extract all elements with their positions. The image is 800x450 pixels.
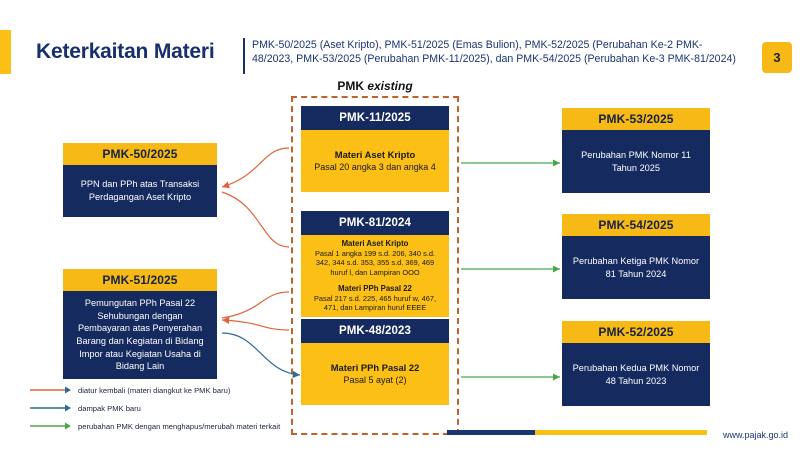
legend-arrow-orange-icon — [30, 386, 71, 394]
header-subtitle: PMK-50/2025 (Aset Kripto), PMK-51/2025 (… — [252, 39, 736, 66]
box-pmk-81-2024-section-2-text: Pasal 217 s.d. 225, 465 huruf w, 467, 47… — [313, 293, 437, 313]
box-pmk-54-2025-title: PMK-54/2025 — [562, 214, 710, 236]
box-pmk-52-2025[interactable]: PMK-52/2025 Perubahan Kedua PMK Nomor 48… — [562, 321, 710, 406]
box-pmk-11-2025-body: Materi Aset Kripto Pasal 20 angka 3 dan … — [301, 130, 449, 192]
page-number-badge: 3 — [762, 42, 792, 73]
box-pmk-50-2025-title: PMK-50/2025 — [63, 143, 217, 165]
box-pmk-81-2024[interactable]: PMK-81/2024 Materi Aset Kripto Pasal 1 a… — [301, 211, 449, 317]
legend-item-dampak-pmk-baru: dampak PMK baru — [30, 399, 310, 417]
wire-pmk51-to-pmk48 — [221, 332, 301, 379]
pmk-existing-label-prefix: PMK — [337, 79, 368, 93]
box-pmk-11-2025-title: PMK-11/2025 — [301, 106, 449, 130]
box-pmk-50-2025-body: PPN dan PPh atas Transaksi Perdagangan A… — [63, 165, 217, 217]
footer-url: www.pajak.go.id — [722, 430, 788, 440]
pmk-existing-dashed-container — [291, 96, 459, 435]
box-pmk-48-2023-section-1-text: Pasal 5 ayat (2) — [343, 375, 407, 385]
box-pmk-51-2025-body: Pemungutan PPh Pasal 22 Sehubungan denga… — [63, 291, 217, 379]
legend-arrow-green-icon — [30, 422, 71, 430]
box-pmk-54-2025[interactable]: PMK-54/2025 Perubahan Ketiga PMK Nomor 8… — [562, 214, 710, 299]
box-pmk-53-2025-title: PMK-53/2025 — [562, 108, 710, 130]
box-pmk-81-2024-section-1-text: Pasal 1 angka 199 s.d. 206, 340 s.d. 342… — [315, 248, 435, 277]
wire-pmk11-to-pmk50 — [221, 147, 290, 189]
box-pmk-48-2023-section-1-heading: Materi PPh Pasal 22 — [330, 362, 420, 373]
box-pmk-53-2025[interactable]: PMK-53/2025 Perubahan PMK Nomor 11 Tahun… — [562, 108, 710, 193]
box-pmk-52-2025-title: PMK-52/2025 — [562, 321, 710, 343]
title-divider — [243, 38, 245, 74]
legend-item-dampak-pmk-baru-label: dampak PMK baru — [78, 403, 141, 413]
box-pmk-48-2023[interactable]: PMK-48/2023 Materi PPh Pasal 22 Pasal 5 … — [301, 319, 449, 405]
box-pmk-81-2024-section-2: Materi PPh Pasal 22 Pasal 217 s.d. 225, … — [307, 284, 443, 313]
box-pmk-48-2023-body: Materi PPh Pasal 22 Pasal 5 ayat (2) — [301, 343, 449, 405]
wire-pmk81-to-pmk50 — [221, 191, 290, 248]
wire-pmk81pph-to-pmk51 — [221, 291, 290, 319]
box-pmk-51-2025[interactable]: PMK-51/2025 Pemungutan PPh Pasal 22 Sehu… — [63, 269, 217, 379]
wire-pmk48-to-pmk51 — [221, 316, 290, 331]
box-pmk-50-2025[interactable]: PMK-50/2025 PPN dan PPh atas Transaksi P… — [63, 143, 217, 217]
box-pmk-48-2023-title: PMK-48/2023 — [301, 319, 449, 343]
box-pmk-54-2025-body: Perubahan Ketiga PMK Nomor 81 Tahun 2024 — [562, 236, 710, 299]
box-pmk-81-2024-section-1: Materi Aset Kripto Pasal 1 angka 199 s.d… — [307, 239, 443, 277]
legend-item-diatur-kembali: diatur kembali (materi diangkut ke PMK b… — [30, 381, 310, 399]
box-pmk-81-2024-body: Materi Aset Kripto Pasal 1 angka 199 s.d… — [301, 235, 449, 317]
box-pmk-11-2025-section-1: Materi Aset Kripto Pasal 20 angka 3 dan … — [314, 149, 436, 173]
page-title: Keterkaitan Materi — [36, 40, 215, 63]
pmk-existing-label: PMK existing — [290, 79, 460, 93]
legend-item-perubahan-pmk: perubahan PMK dengan menghapus/merubah m… — [30, 417, 310, 435]
box-pmk-81-2024-title: PMK-81/2024 — [301, 211, 449, 235]
box-pmk-52-2025-body: Perubahan Kedua PMK Nomor 48 Tahun 2023 — [562, 343, 710, 406]
box-pmk-81-2024-section-1-heading: Materi Aset Kripto — [341, 238, 409, 248]
box-pmk-53-2025-body: Perubahan PMK Nomor 11 Tahun 2025 — [562, 130, 710, 193]
left-accent-bar — [0, 30, 11, 74]
box-pmk-11-2025-section-1-heading: Materi Aset Kripto — [334, 149, 416, 160]
box-pmk-51-2025-title: PMK-51/2025 — [63, 269, 217, 291]
box-pmk-48-2023-section-1: Materi PPh Pasal 22 Pasal 5 ayat (2) — [331, 362, 420, 386]
legend-arrow-blue-icon — [30, 404, 71, 412]
pmk-existing-label-italic: existing — [367, 79, 413, 93]
legend-item-perubahan-pmk-label: perubahan PMK dengan menghapus/merubah m… — [78, 421, 281, 431]
footer-bar-navy — [447, 430, 535, 435]
legend: diatur kembali (materi diangkut ke PMK b… — [30, 381, 310, 435]
box-pmk-11-2025[interactable]: PMK-11/2025 Materi Aset Kripto Pasal 20 … — [301, 106, 449, 192]
box-pmk-81-2024-section-2-heading: Materi PPh Pasal 22 — [338, 284, 412, 294]
legend-item-diatur-kembali-label: diatur kembali (materi diangkut ke PMK b… — [78, 385, 231, 395]
box-pmk-11-2025-section-1-text: Pasal 20 angka 3 dan angka 4 — [314, 162, 436, 172]
footer-bar-yellow — [535, 430, 707, 435]
